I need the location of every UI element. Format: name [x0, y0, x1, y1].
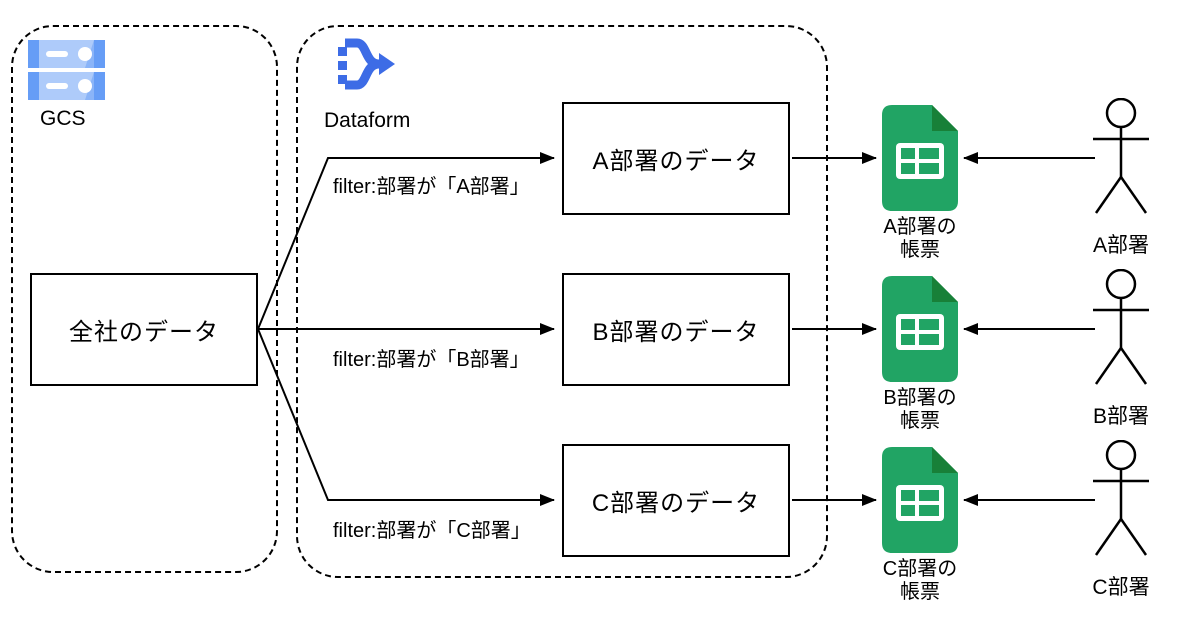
sheet-label-c-line2: 帳票	[900, 581, 940, 603]
sheets-icon-a	[882, 105, 958, 211]
dataform-zone-label: Dataform	[324, 109, 411, 132]
filter-label-a: filter:部署が「A部署」	[333, 176, 530, 198]
person-icon-c	[1086, 440, 1156, 560]
person-label-a: A部署	[1092, 234, 1149, 257]
person-icon-b	[1086, 269, 1156, 389]
sheet-label-b-line1: B部署の	[883, 387, 957, 409]
person-label-c: C部署	[1092, 576, 1150, 599]
filter-label-c: filter:部署が「C部署」	[333, 520, 531, 542]
sheet-label-b-line2: 帳票	[900, 410, 940, 432]
gcs-zone-label: GCS	[40, 107, 86, 130]
sheet-label-b: B部署の 帳票	[855, 387, 985, 433]
sheet-label-a: A部署の 帳票	[855, 216, 985, 262]
sheet-label-c-line1: C部署の	[882, 558, 958, 580]
cloud-storage-icon	[28, 40, 105, 100]
sheet-label-a-line2: 帳票	[900, 239, 940, 261]
gcs-bar-top	[28, 40, 105, 68]
person-label-b: B部署	[1092, 405, 1149, 428]
dept-a-data-box: A部署のデータ	[562, 102, 790, 215]
filter-label-b: filter:部署が「B部署」	[333, 349, 530, 371]
sheet-label-c: C部署の 帳票	[855, 558, 985, 604]
dept-b-data-box: B部署のデータ	[562, 273, 790, 386]
sheets-icon-b	[882, 276, 958, 382]
person-icon-a	[1086, 98, 1156, 218]
sheets-icon-c	[882, 447, 958, 553]
sheet-label-a-line1: A部署の	[883, 216, 957, 238]
dept-c-data-box: C部署のデータ	[562, 444, 790, 557]
dataform-branch-arrow-icon	[338, 36, 396, 92]
gcs-bar-bottom	[28, 72, 105, 100]
source-data-box: 全社のデータ	[30, 273, 258, 386]
